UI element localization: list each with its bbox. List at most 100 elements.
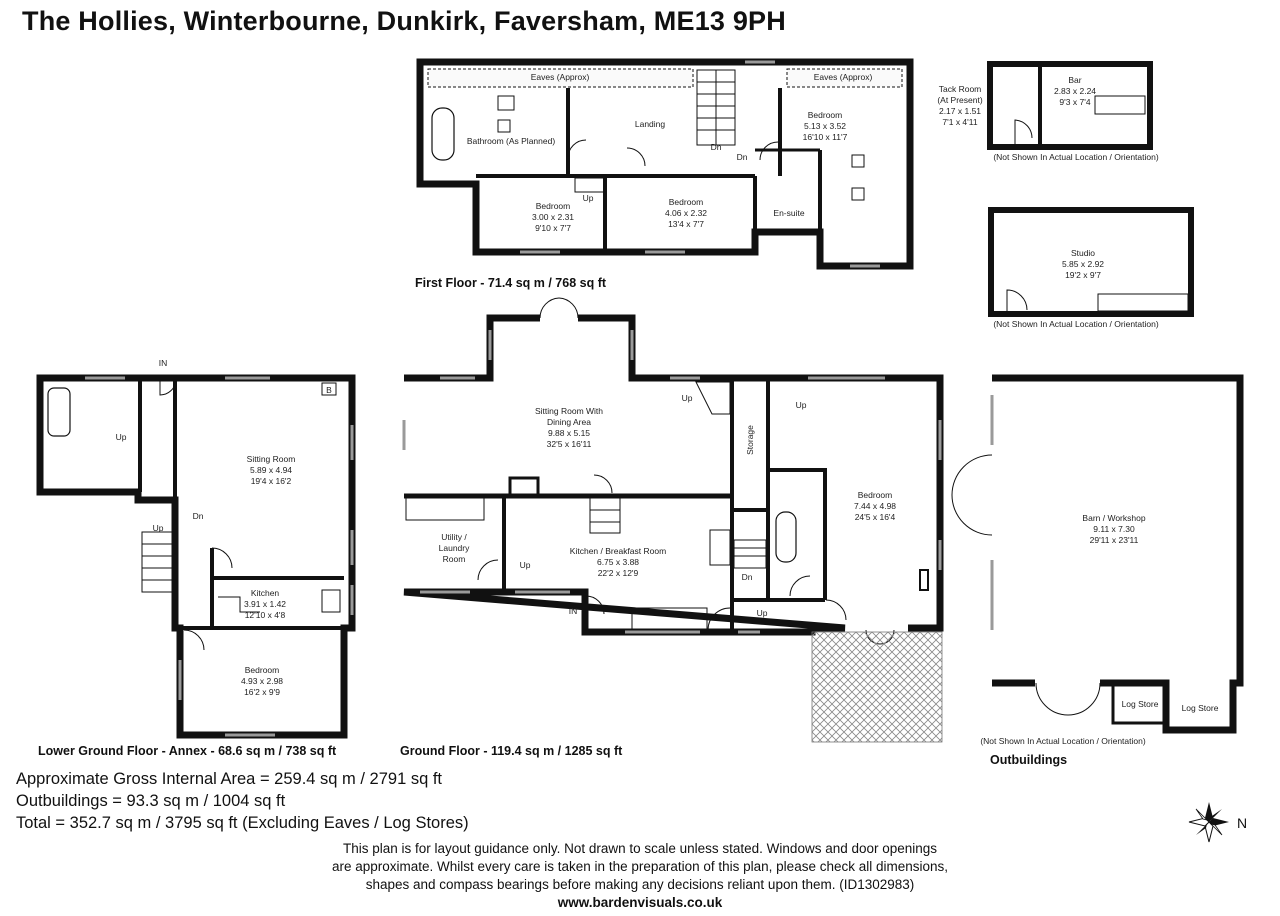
gf-up1-label: Up — [682, 393, 693, 403]
svg-text:19'4 x 16'2: 19'4 x 16'2 — [251, 476, 292, 486]
svg-text:4.06 x 2.32: 4.06 x 2.32 — [665, 208, 707, 218]
gf-dn-label: Dn — [742, 572, 753, 582]
ff-dn2-label: Dn — [737, 152, 748, 162]
ff-bathroom-label: Bathroom (As Planned) — [467, 136, 556, 146]
area-summary: Approximate Gross Internal Area = 259.4 … — [16, 768, 469, 834]
ff-bedroom-2: Bedroom 4.06 x 2.32 13'4 x 7'7 — [665, 197, 707, 229]
svg-text:9'3 x 7'4: 9'3 x 7'4 — [1059, 97, 1090, 107]
total-area: Total = 352.7 sq m / 3795 sq ft (Excludi… — [16, 814, 469, 832]
svg-text:Room: Room — [443, 554, 466, 564]
lg-up2-label: Up — [153, 523, 164, 533]
ff-windows — [520, 60, 880, 268]
outbuildings-label: Outbuildings — [990, 753, 1067, 767]
compass-icon — [1188, 802, 1229, 843]
first-floor-label: First Floor - 71.4 sq m / 768 sq ft — [415, 276, 607, 290]
gf-windows — [402, 330, 942, 634]
lower-ground-floor — [36, 374, 356, 739]
ground-floor — [403, 297, 944, 645]
first-floor — [416, 58, 914, 270]
lg-dn-label: Dn — [193, 511, 204, 521]
page-title: The Hollies, Winterbourne, Dunkirk, Fave… — [22, 6, 786, 36]
svg-text:Bar: Bar — [1068, 75, 1081, 85]
gross-area: Approximate Gross Internal Area = 259.4 … — [16, 770, 443, 788]
svg-text:Studio: Studio — [1071, 248, 1095, 258]
svg-text:6.75 x 3.88: 6.75 x 3.88 — [597, 557, 639, 567]
svg-text:Bedroom: Bedroom — [536, 201, 571, 211]
compass-north-label: N — [1237, 815, 1248, 831]
outbuildings-area: Outbuildings = 93.3 sq m / 1004 sq ft — [16, 792, 286, 810]
svg-text:Tack Room: Tack Room — [939, 84, 982, 94]
svg-text:3.91 x 1.42: 3.91 x 1.42 — [244, 599, 286, 609]
lg-windows — [85, 376, 354, 737]
svg-text:2.83 x 2.24: 2.83 x 2.24 — [1054, 86, 1096, 96]
log-store-2: Log Store — [1182, 703, 1219, 713]
ff-eaves-right-label: Eaves (Approx) — [814, 72, 873, 82]
barn-block — [951, 374, 1244, 734]
tack-bar-block — [987, 61, 1153, 150]
svg-text:5.13 x 3.52: 5.13 x 3.52 — [804, 121, 846, 131]
svg-text:19'2 x 9'7: 19'2 x 9'7 — [1065, 270, 1101, 280]
svg-text:Bedroom: Bedroom — [669, 197, 704, 207]
lg-in-label: IN — [159, 358, 168, 368]
gf-up3-label: Up — [520, 560, 531, 570]
svg-text:Dining Area: Dining Area — [547, 417, 591, 427]
ff-bedroom-1: Bedroom 3.00 x 2.31 9'10 x 7'7 — [532, 201, 574, 233]
ff-dn1-label: Dn — [711, 142, 722, 152]
studio-note: (Not Shown In Actual Location / Orientat… — [993, 319, 1159, 329]
svg-text:22'2 x 12'9: 22'2 x 12'9 — [598, 568, 639, 578]
gf-utility-room: Utility / Laundry Room — [439, 532, 470, 564]
svg-text:32'5 x 16'11: 32'5 x 16'11 — [547, 439, 592, 449]
svg-text:3.00 x 2.31: 3.00 x 2.31 — [532, 212, 574, 222]
ff-landing-label: Landing — [635, 119, 666, 129]
svg-text:16'2 x 9'9: 16'2 x 9'9 — [244, 687, 280, 697]
svg-text:12'10 x 4'8: 12'10 x 4'8 — [245, 610, 286, 620]
ff-eaves-left-label: Eaves (Approx) — [531, 72, 590, 82]
ff-ensuite-label: En-suite — [773, 208, 804, 218]
svg-text:Utility /: Utility / — [441, 532, 467, 542]
svg-text:(At Present): (At Present) — [937, 95, 983, 105]
gf-bedroom: Bedroom 7.44 x 4.98 24'5 x 16'4 — [854, 490, 896, 522]
svg-text:Sitting Room With: Sitting Room With — [535, 406, 603, 416]
bar-label: Bar 2.83 x 2.24 9'3 x 7'4 — [1054, 75, 1096, 107]
tack-bar-note: (Not Shown In Actual Location / Orientat… — [993, 152, 1159, 162]
svg-text:5.85 x 2.92: 5.85 x 2.92 — [1062, 259, 1104, 269]
svg-text:Bedroom: Bedroom — [808, 110, 843, 120]
svg-text:Sitting Room: Sitting Room — [247, 454, 296, 464]
website-link[interactable]: www.bardenvisuals.co.uk — [557, 895, 723, 910]
lower-ground-floor-label: Lower Ground Floor - Annex - 68.6 sq m /… — [38, 744, 337, 758]
svg-text:Laundry: Laundry — [439, 543, 470, 553]
lg-boiler-label: B — [326, 385, 332, 395]
lg-kitchen: Kitchen 3.91 x 1.42 12'10 x 4'8 — [244, 588, 286, 620]
gf-up4-label: Up — [757, 608, 768, 618]
gf-storage-label: Storage — [745, 425, 755, 455]
lg-bedroom: Bedroom 4.93 x 2.98 16'2 x 9'9 — [241, 665, 283, 697]
log-store-1: Log Store — [1122, 699, 1159, 709]
gf-kitchen: Kitchen / Breakfast Room 6.75 x 3.88 22'… — [570, 546, 666, 578]
disclaimer: This plan is for layout guidance only. N… — [0, 840, 1280, 912]
svg-text:9.88 x 5.15: 9.88 x 5.15 — [548, 428, 590, 438]
ff-bedroom-3: Bedroom 5.13 x 3.52 16'10 x 11'7 — [803, 110, 848, 142]
tack-room-label: Tack Room (At Present) 2.17 x 1.51 7'1 x… — [937, 84, 983, 127]
svg-text:5.89 x 4.94: 5.89 x 4.94 — [250, 465, 292, 475]
svg-text:Bedroom: Bedroom — [858, 490, 893, 500]
svg-text:2.17 x 1.51: 2.17 x 1.51 — [939, 106, 981, 116]
svg-text:9'10 x 7'7: 9'10 x 7'7 — [535, 223, 571, 233]
svg-text:24'5 x 16'4: 24'5 x 16'4 — [855, 512, 896, 522]
svg-text:Bedroom: Bedroom — [245, 665, 280, 675]
lg-up1-label: Up — [116, 432, 127, 442]
svg-text:4.93 x 2.98: 4.93 x 2.98 — [241, 676, 283, 686]
svg-text:Kitchen: Kitchen — [251, 588, 280, 598]
gf-sitting-room: Sitting Room With Dining Area 9.88 x 5.1… — [535, 406, 603, 449]
lg-sitting-room: Sitting Room 5.89 x 4.94 19'4 x 16'2 — [247, 454, 296, 486]
gf-in-label: IN — [569, 606, 578, 616]
svg-text:7'1 x 4'11: 7'1 x 4'11 — [942, 117, 977, 127]
svg-text:7.44 x 4.98: 7.44 x 4.98 — [854, 501, 896, 511]
ff-up-label: Up — [583, 193, 594, 203]
svg-text:13'4 x 7'7: 13'4 x 7'7 — [668, 219, 704, 229]
barn-room-label: Barn / Workshop 9.11 x 7.30 29'11 x 23'1… — [1082, 513, 1146, 545]
studio-block — [988, 207, 1194, 317]
svg-text:16'10 x 11'7: 16'10 x 11'7 — [803, 132, 848, 142]
gf-up2-label: Up — [796, 400, 807, 410]
studio-label: Studio 5.85 x 2.92 19'2 x 9'7 — [1062, 248, 1104, 280]
